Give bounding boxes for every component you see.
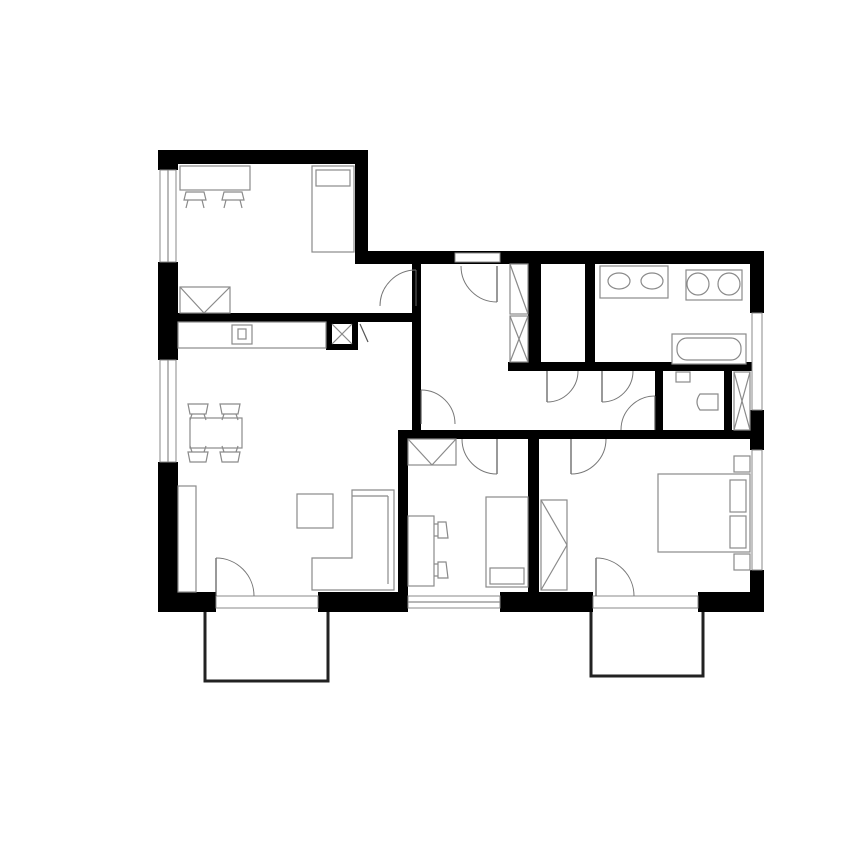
bed-icon <box>311 165 355 253</box>
chair-icon <box>434 521 449 539</box>
chair-icon <box>434 561 449 579</box>
walls <box>158 150 764 612</box>
sink-icon <box>231 324 253 345</box>
toilet-icon <box>696 393 719 411</box>
nightstand-icon <box>733 455 751 473</box>
hall-storage <box>407 263 529 466</box>
chair-icon <box>221 191 245 209</box>
chair-icon <box>187 445 209 463</box>
wardrobe-icon <box>407 438 457 466</box>
wall-bottom-3 <box>500 592 593 612</box>
bed-icon <box>485 496 529 588</box>
balconies <box>203 612 705 683</box>
wall-living-middle <box>398 430 408 592</box>
wall-left-lower <box>158 462 178 612</box>
wall-middle-bedroom <box>528 430 539 592</box>
wall-north-room-bottom <box>178 313 416 322</box>
washing-machine-icon <box>686 272 710 296</box>
bed-icon <box>657 473 751 553</box>
room-bedroom <box>540 455 751 591</box>
chair-icon <box>187 403 209 421</box>
wall-wc-right <box>724 362 732 438</box>
shelf-icon <box>177 485 197 593</box>
wall-left-mid <box>158 262 178 360</box>
shaft-cross-2 <box>331 323 353 345</box>
wall-closet-left <box>528 262 541 370</box>
room-bathroom <box>599 265 747 365</box>
wall-wc-left <box>655 362 663 438</box>
wardrobe-icon <box>179 286 231 314</box>
table-icon <box>179 165 251 191</box>
wall-north-room-right <box>355 150 368 262</box>
sink-icon <box>640 272 664 290</box>
chair-icon <box>219 445 241 463</box>
balcony-left <box>203 612 330 683</box>
wall-bath-bottom <box>508 362 754 371</box>
wall-north-room-top <box>158 150 368 164</box>
wall-bottom-1 <box>158 592 216 612</box>
dryer-icon <box>717 272 741 296</box>
window-right-bath <box>751 312 763 411</box>
sofa-icon <box>311 489 395 591</box>
room-middle <box>407 496 529 588</box>
wardrobe-icon <box>540 499 568 591</box>
chair-icon <box>183 191 207 209</box>
room-living <box>177 321 395 593</box>
window-right-bedroom <box>751 449 763 571</box>
doors <box>215 265 656 597</box>
window-bottom-bedroom <box>592 595 699 609</box>
window-bottom-living <box>215 595 319 609</box>
sink-icon <box>675 371 691 383</box>
windows <box>159 169 763 609</box>
sink-icon <box>607 272 631 290</box>
nightstand-icon <box>733 553 751 571</box>
wall-bottom-2 <box>318 592 408 612</box>
coffee-table-icon <box>296 493 334 529</box>
wall-living-hall <box>412 262 421 442</box>
room-wc <box>675 371 751 431</box>
balcony-right <box>589 612 705 678</box>
wall-hall-bottom <box>398 430 764 439</box>
desk-icon <box>407 515 435 587</box>
sink-counter <box>599 265 669 299</box>
wall-right-upper <box>750 251 764 313</box>
table-icon <box>189 417 243 449</box>
wall-closet-right <box>585 262 595 370</box>
wall-corner-nw <box>158 150 178 170</box>
bathtub-icon <box>671 333 747 365</box>
chair-icon <box>219 403 241 421</box>
room-north <box>179 165 355 314</box>
window-top-hall <box>454 252 501 263</box>
wall-bottom-4 <box>698 592 764 612</box>
